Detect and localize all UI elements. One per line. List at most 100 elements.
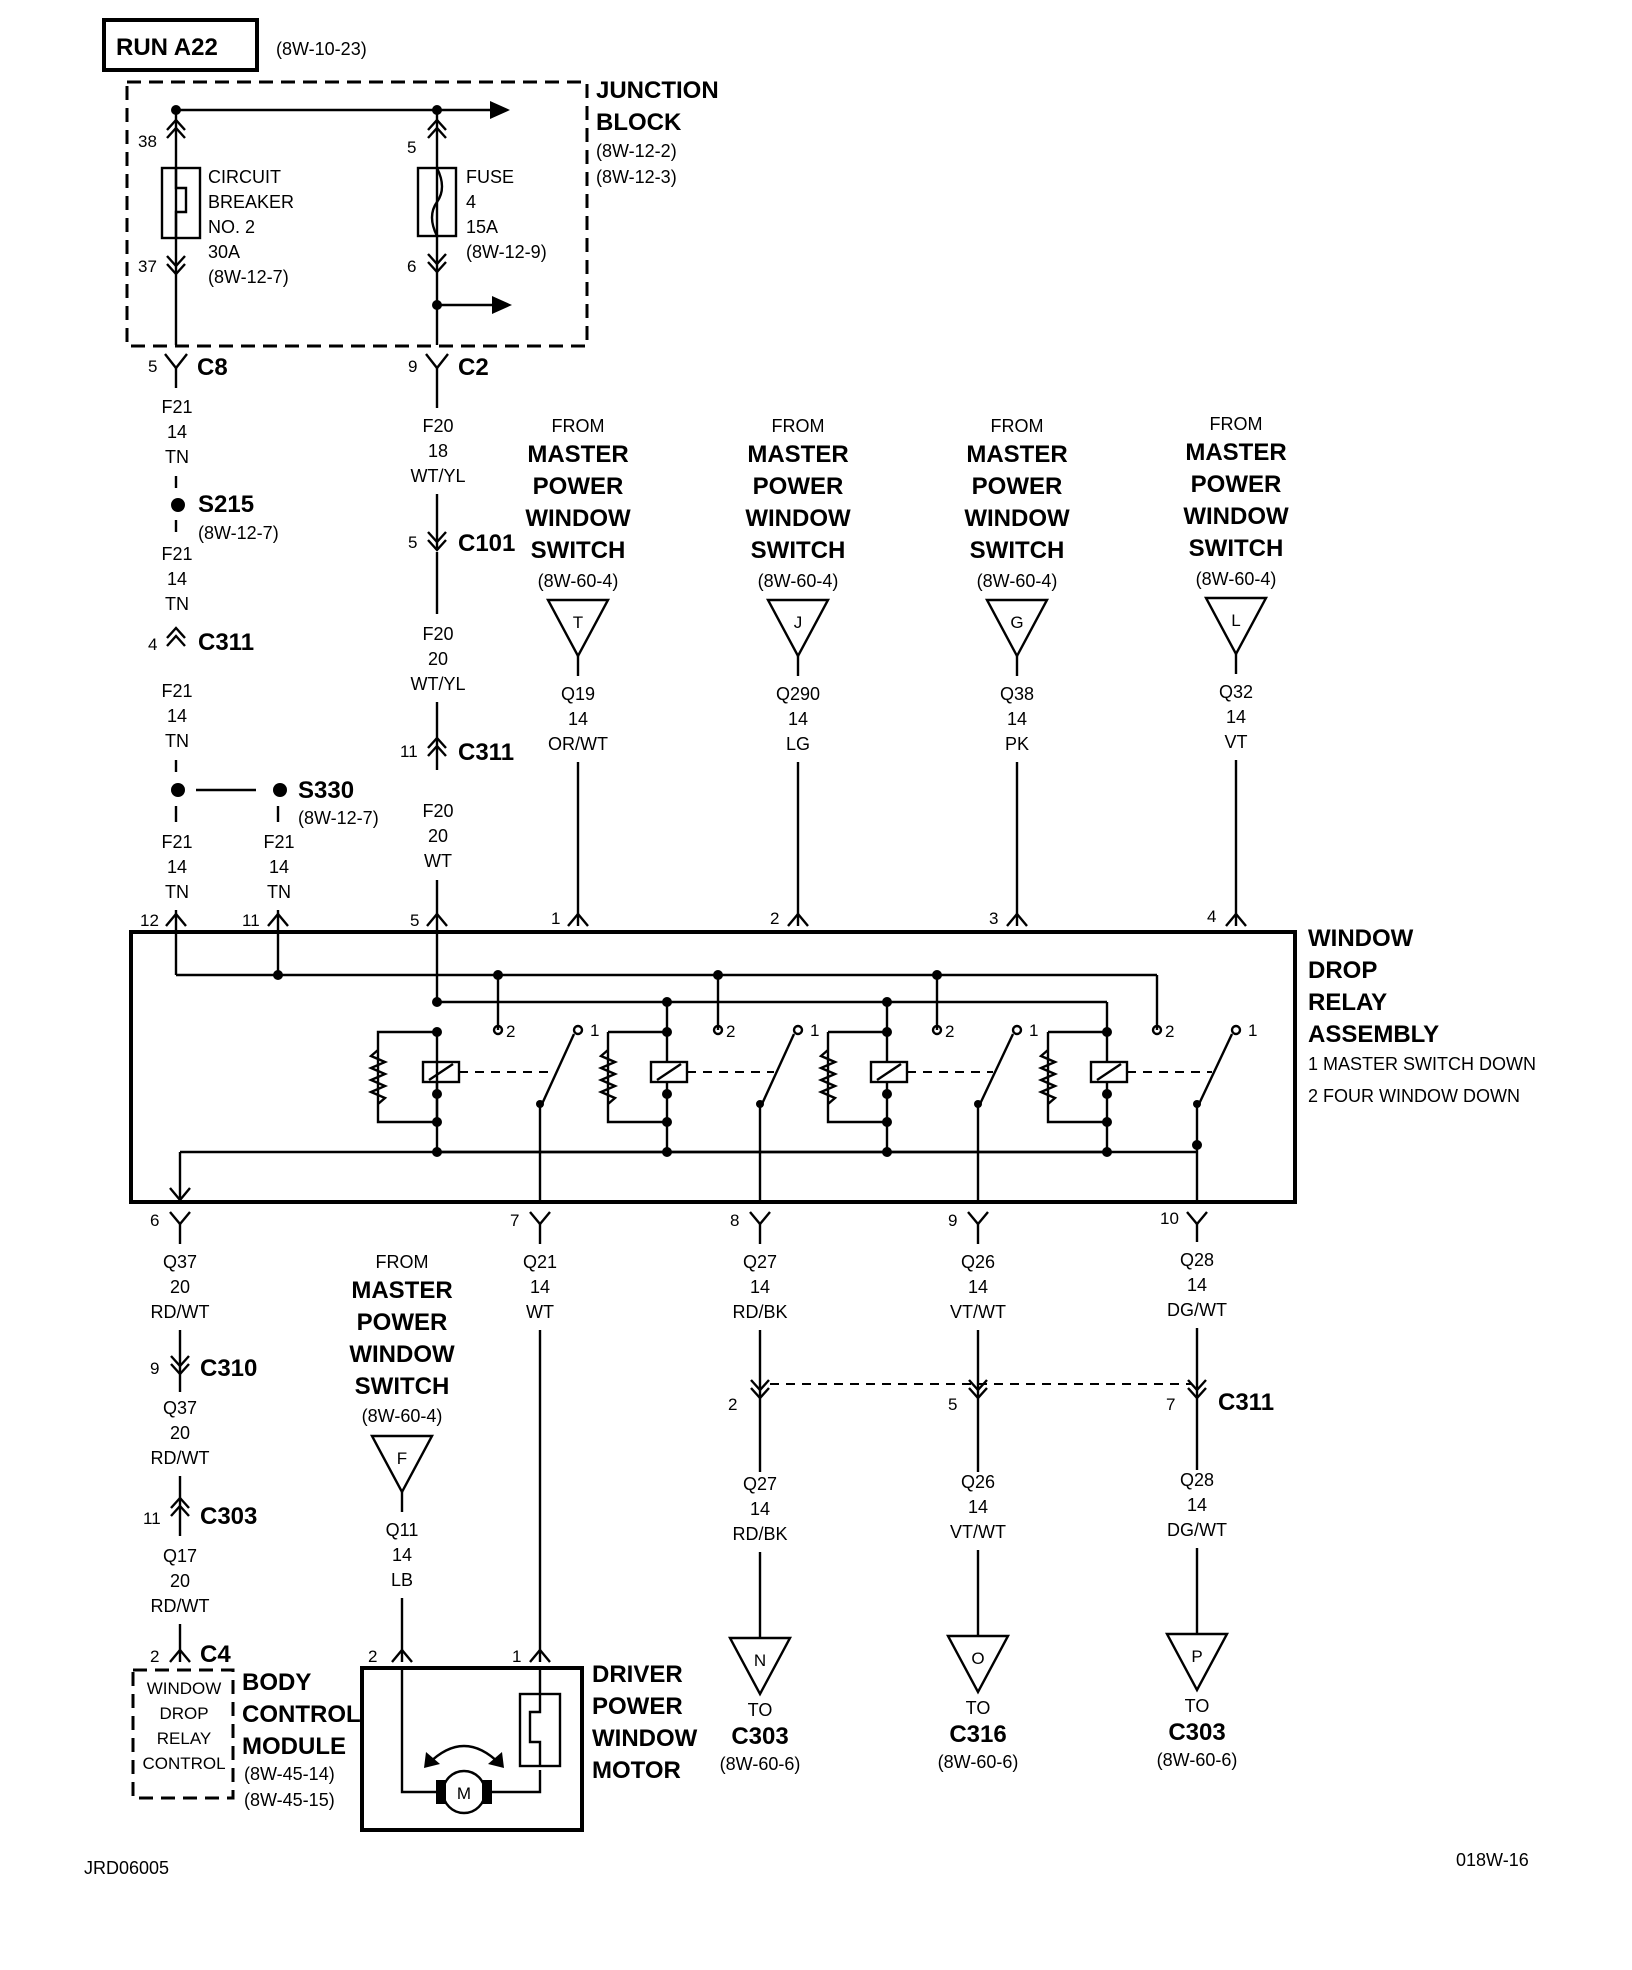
svg-text:14: 14 — [167, 857, 187, 877]
svg-text:TO: TO — [1185, 1696, 1210, 1716]
svg-text:20: 20 — [170, 1571, 190, 1591]
svg-text:8: 8 — [730, 1211, 739, 1230]
svg-text:L: L — [1231, 611, 1240, 630]
svg-text:RD/BK: RD/BK — [732, 1302, 787, 1322]
svg-text:14: 14 — [1007, 709, 1027, 729]
input-G-triangle — [984, 598, 1050, 659]
c8-label: C8 — [197, 354, 228, 381]
svg-text:2: 2 — [1165, 1022, 1174, 1041]
svg-text:Q27: Q27 — [743, 1474, 777, 1494]
c311-mid-pin: 11 — [400, 742, 418, 761]
relay-note-2: 2 FOUR WINDOW DOWN — [1308, 1086, 1520, 1106]
splice-s215 — [171, 498, 185, 512]
fuse-l3: 15A — [466, 217, 498, 237]
svg-text:1: 1 — [551, 909, 560, 928]
svg-text:TO: TO — [748, 1700, 773, 1720]
svg-text:M: M — [457, 1784, 471, 1803]
input-J-triangle — [765, 598, 831, 659]
breaker-l2: BREAKER — [208, 192, 294, 212]
svg-text:1: 1 — [1248, 1021, 1257, 1040]
svg-text:(8W-60-4): (8W-60-4) — [538, 571, 619, 591]
svg-text:11: 11 — [143, 1509, 161, 1528]
svg-text:POWER: POWER — [753, 473, 844, 500]
svg-text:TN: TN — [165, 447, 189, 467]
motor-label-3: WINDOW — [592, 1725, 698, 1752]
motor-label-1: DRIVER — [592, 1661, 683, 1688]
svg-text:7: 7 — [1166, 1395, 1175, 1414]
svg-text:(8W-60-4): (8W-60-4) — [758, 571, 839, 591]
svg-text:PK: PK — [1005, 734, 1029, 754]
svg-text:12: 12 — [140, 911, 159, 930]
svg-text:RD/WT: RD/WT — [151, 1596, 210, 1616]
svg-text:C316: C316 — [949, 1721, 1006, 1748]
svg-text:F21: F21 — [161, 832, 192, 852]
svg-text:2: 2 — [726, 1022, 735, 1041]
fuse-l1: FUSE — [466, 167, 514, 187]
svg-text:F21: F21 — [161, 681, 192, 701]
svg-text:1: 1 — [810, 1021, 819, 1040]
c101-pin: 5 — [408, 533, 417, 552]
svg-text:2: 2 — [728, 1395, 737, 1414]
svg-text:LG: LG — [786, 734, 810, 754]
svg-text:VT/WT: VT/WT — [950, 1522, 1006, 1542]
svg-text:N: N — [754, 1651, 766, 1670]
bcm-dashed-box — [131, 1668, 235, 1800]
motor-box — [360, 1666, 584, 1832]
output-N-group: Q27 14 RD/BK 2 Q27 14 RD/BK N TO C303 (8… — [720, 1252, 801, 1774]
bcm-label-3: MODULE — [242, 1733, 346, 1760]
svg-text:14: 14 — [750, 1499, 770, 1519]
svg-text:F21: F21 — [263, 832, 294, 852]
svg-text:20: 20 — [428, 826, 448, 846]
svg-text:TN: TN — [165, 882, 189, 902]
c311-left-label: C311 — [198, 629, 254, 656]
svg-text:VT/WT: VT/WT — [950, 1302, 1006, 1322]
svg-text:Q32: Q32 — [1219, 682, 1253, 702]
svg-text:WINDOW: WINDOW — [964, 505, 1070, 532]
svg-text:TN: TN — [267, 882, 291, 902]
svg-text:20: 20 — [170, 1277, 190, 1297]
svg-text:G: G — [1010, 613, 1023, 632]
svg-text:Q28: Q28 — [1180, 1250, 1214, 1270]
svg-text:10: 10 — [1160, 1209, 1179, 1228]
svg-text:14: 14 — [392, 1545, 412, 1565]
input-L-triangle — [1203, 596, 1269, 657]
c311-left-pin: 4 — [148, 635, 157, 654]
svg-text:14: 14 — [1226, 707, 1246, 727]
svg-text:F: F — [397, 1449, 407, 1468]
relay-assembly-box — [129, 930, 1297, 1204]
svg-text:RD/WT: RD/WT — [151, 1448, 210, 1468]
input-T-triangle — [545, 598, 611, 659]
output-P-triangle — [1164, 1632, 1230, 1693]
input-F-triangle — [369, 1434, 435, 1495]
svg-text:(8W-60-6): (8W-60-6) — [938, 1752, 1019, 1772]
svg-text:WINDOW: WINDOW — [525, 505, 631, 532]
breaker-l1: CIRCUIT — [208, 167, 281, 187]
svg-text:DROP: DROP — [159, 1704, 208, 1723]
svg-text:MASTER: MASTER — [527, 441, 628, 468]
relay-unit-2: 2 1 — [597, 970, 819, 1200]
c2-label: C2 — [458, 354, 489, 381]
input-J-group: FROM MASTER POWER WINDOW SWITCH (8W-60-4… — [745, 416, 851, 926]
svg-text:POWER: POWER — [357, 1309, 448, 1336]
svg-text:SWITCH: SWITCH — [751, 537, 846, 564]
svg-text:5: 5 — [410, 911, 419, 930]
svg-text:F20: F20 — [422, 416, 453, 436]
c8-pin: 5 — [148, 357, 157, 376]
svg-text:14: 14 — [530, 1277, 550, 1297]
relay-label-4: ASSEMBLY — [1308, 1021, 1439, 1048]
footer-right: 018W-16 — [1456, 1850, 1529, 1870]
svg-text:MASTER: MASTER — [1185, 439, 1286, 466]
svg-text:18: 18 — [428, 441, 448, 461]
svg-text:WINDOW: WINDOW — [349, 1341, 455, 1368]
svg-text:(8W-60-4): (8W-60-4) — [977, 571, 1058, 591]
output-O-group: Q26 14 VT/WT 5 Q26 14 VT/WT O TO C316 (8… — [938, 1252, 1019, 1772]
svg-text:14: 14 — [1187, 1495, 1207, 1515]
svg-text:T: T — [573, 613, 583, 632]
svg-text:Q26: Q26 — [961, 1472, 995, 1492]
c303-bcm-label: C303 — [200, 1503, 257, 1530]
breaker-l5: (8W-12-7) — [208, 267, 289, 287]
svg-text:6: 6 — [150, 1211, 159, 1230]
fuse-l2: 4 — [466, 192, 476, 212]
svg-text:1: 1 — [1029, 1021, 1038, 1040]
svg-text:Q19: Q19 — [561, 684, 595, 704]
